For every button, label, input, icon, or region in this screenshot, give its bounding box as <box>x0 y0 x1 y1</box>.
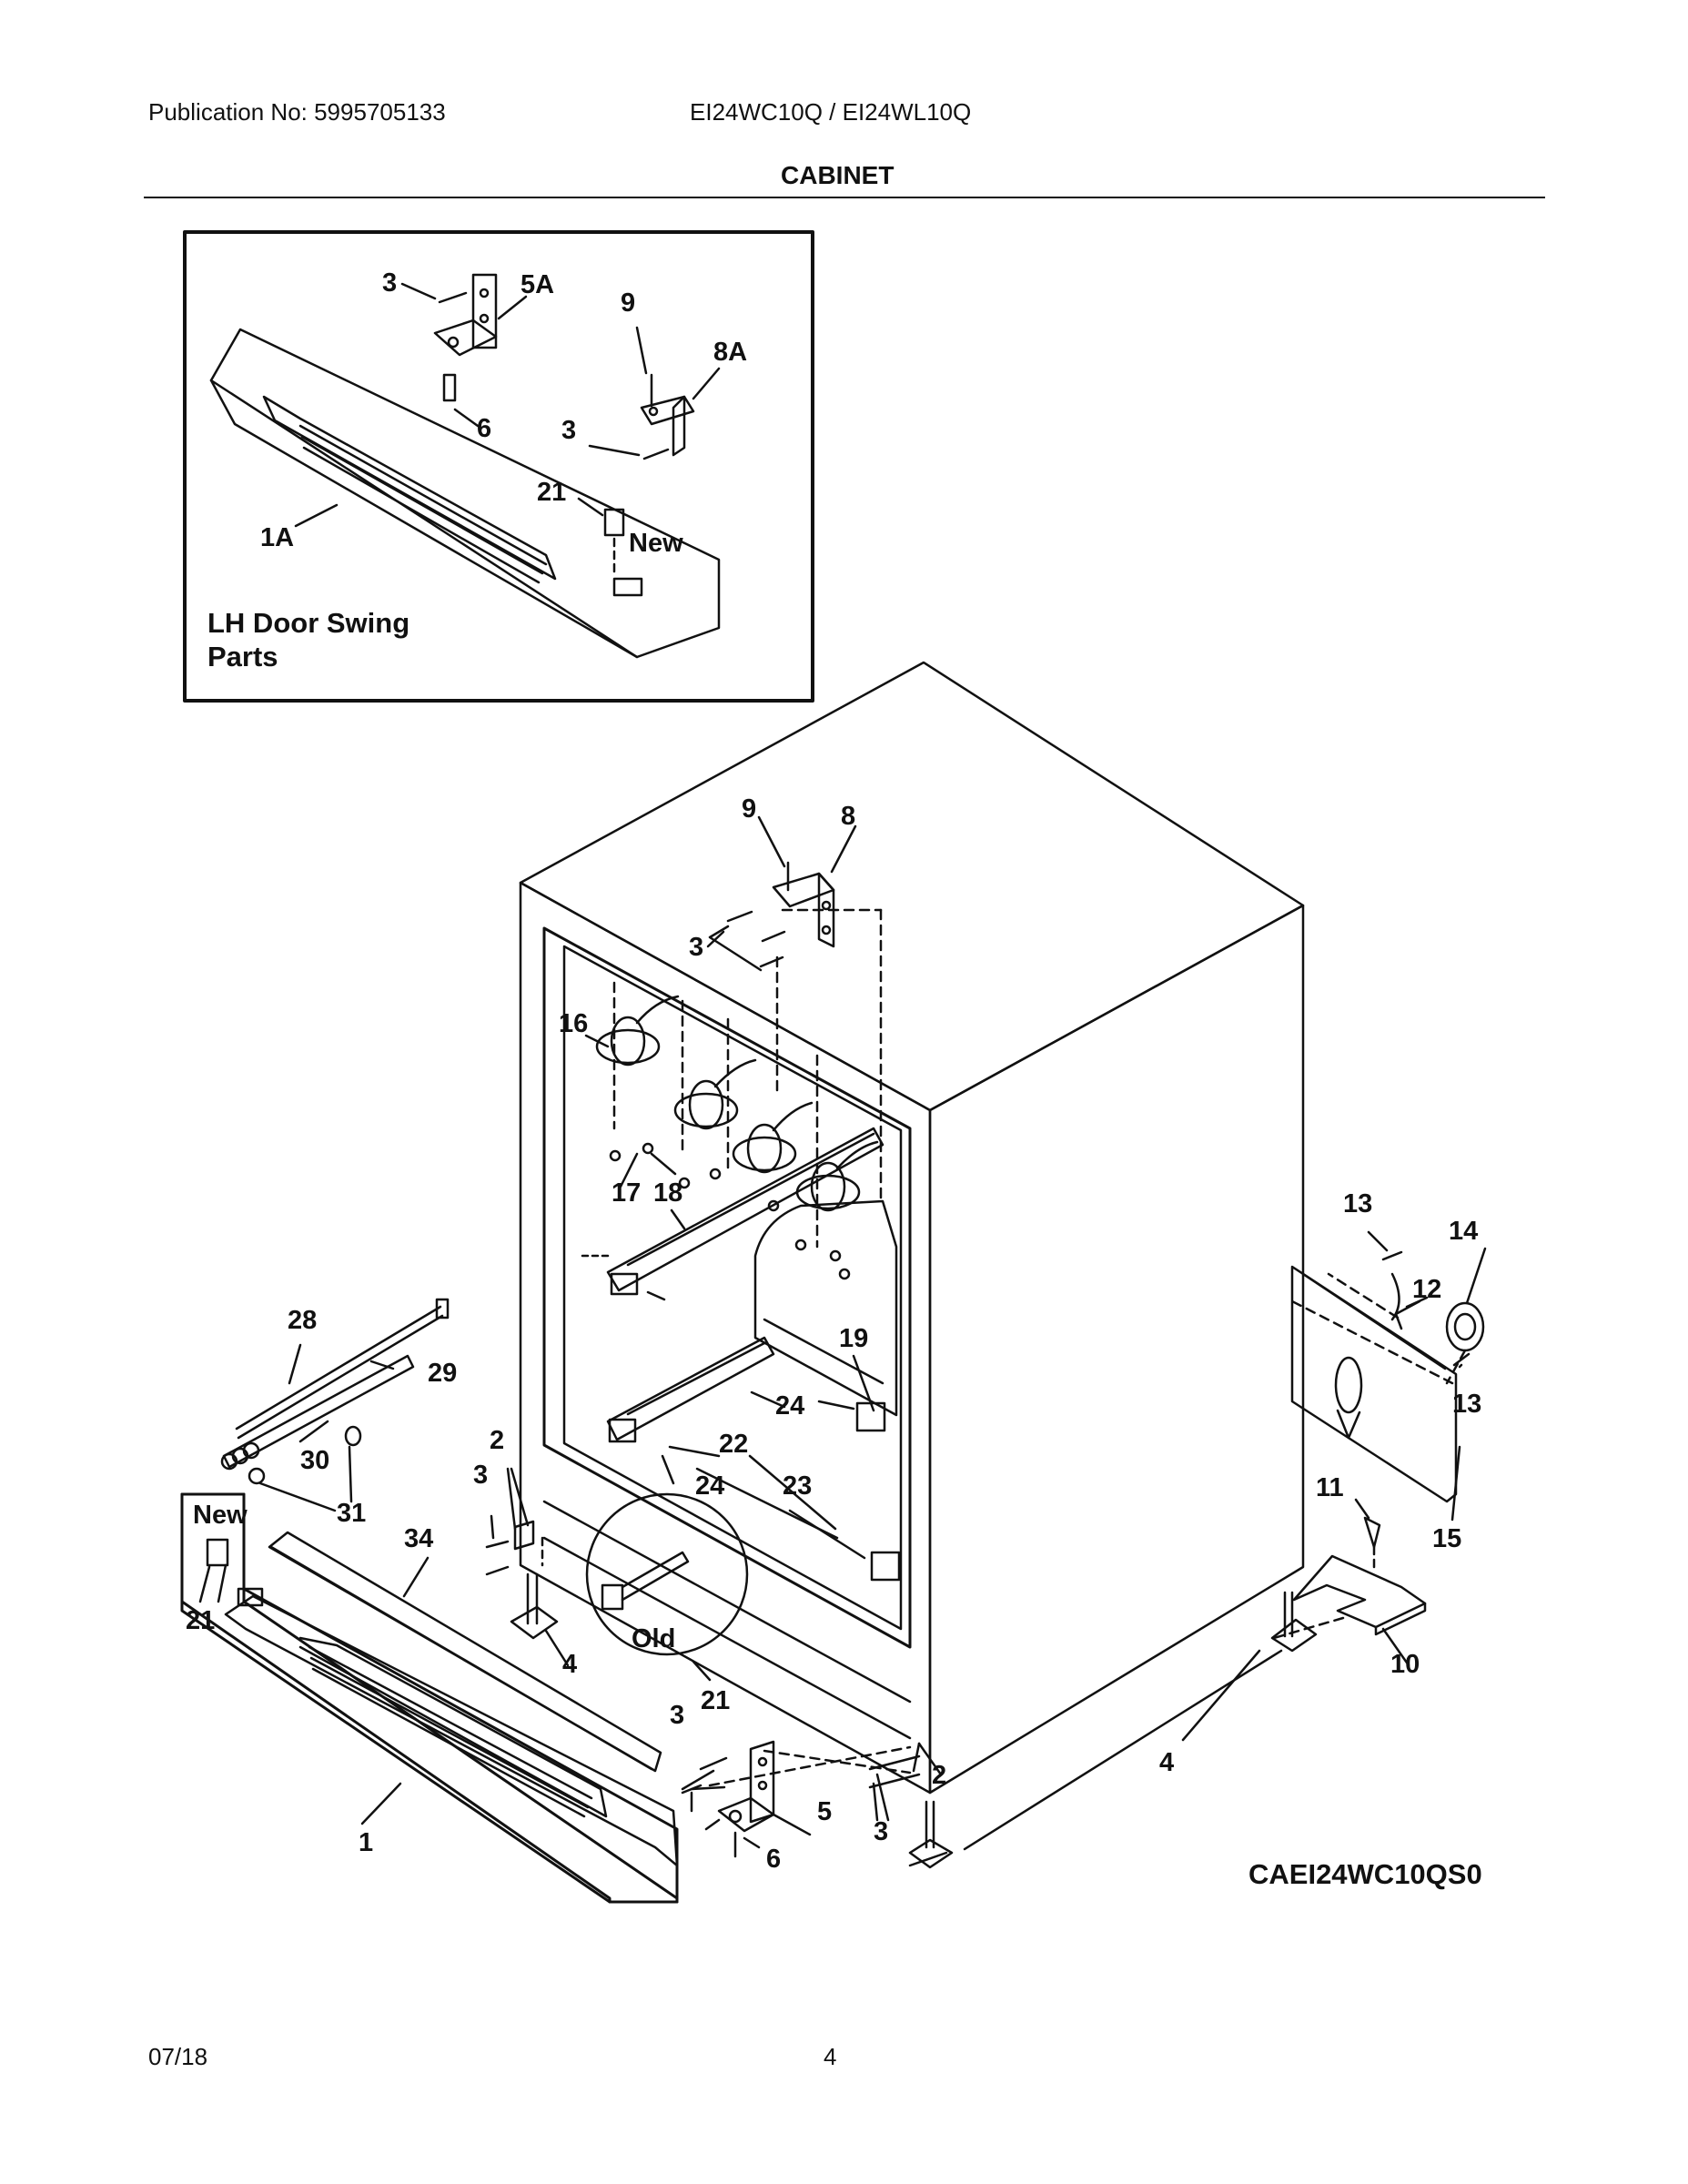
section-title: CABINET <box>781 161 895 189</box>
callout-18: 18 <box>653 1178 682 1208</box>
upper-rail <box>581 1127 884 1301</box>
callout-13: 13 <box>1343 1189 1372 1218</box>
callout-6: 6 <box>477 414 491 443</box>
callout-17: 17 <box>612 1178 641 1208</box>
header-rule <box>144 197 1545 198</box>
callout-6: 6 <box>766 1845 781 1874</box>
new-label: New <box>193 1501 248 1530</box>
callout-9: 9 <box>621 288 635 318</box>
footer-date: 07/18 <box>148 2043 208 2070</box>
lamp-sockets <box>584 981 879 1280</box>
callout-3: 3 <box>473 1461 488 1490</box>
rear-panel <box>1290 1230 1487 1522</box>
inset-box <box>183 230 814 703</box>
inset-callouts: 3 5A 9 8A 6 3 21 1A New LH Door Swing Pa… <box>207 268 747 672</box>
callout-30: 30 <box>300 1446 329 1475</box>
callout-29: 29 <box>428 1359 457 1388</box>
callout-10: 10 <box>1390 1650 1420 1679</box>
callout-3: 3 <box>670 1701 684 1730</box>
inset-title-line2: Parts <box>207 641 278 672</box>
callout-13: 13 <box>1452 1390 1481 1419</box>
front-trim <box>180 1492 679 1904</box>
callout-3: 3 <box>561 416 576 445</box>
footer-page: 4 <box>824 2043 837 2070</box>
old-label: Old <box>632 1624 675 1653</box>
publication-number: Publication No: 5995705133 <box>148 98 446 126</box>
callout-24: 24 <box>775 1391 804 1421</box>
callout-34: 34 <box>404 1524 433 1553</box>
callout-12: 12 <box>1412 1275 1441 1304</box>
callout-5: 5 <box>817 1797 832 1826</box>
main-callouts: 9 8 3 16 17 18 13 14 12 13 15 28 29 30 3… <box>186 794 1482 1890</box>
callout-23: 23 <box>783 1471 812 1501</box>
callout-8: 8 <box>841 802 855 831</box>
callout-4: 4 <box>562 1650 577 1679</box>
callout-2: 2 <box>490 1426 504 1455</box>
callout-4: 4 <box>1159 1748 1174 1777</box>
model-numbers: EI24WC10Q / EI24WL10Q <box>690 98 972 126</box>
old-switch-detail <box>585 1492 749 1682</box>
left-leg-assembly <box>485 1467 570 1667</box>
callout-28: 28 <box>288 1306 317 1335</box>
callout-3: 3 <box>689 933 703 962</box>
callout-22: 22 <box>719 1430 748 1459</box>
lower-rail <box>606 1336 901 1582</box>
callout-16: 16 <box>559 1009 588 1038</box>
callout-11: 11 <box>1316 1473 1344 1502</box>
callout-24: 24 <box>695 1471 724 1501</box>
callout-5a: 5A <box>521 270 554 299</box>
callout-21: 21 <box>537 478 566 507</box>
callout-9: 9 <box>742 794 756 824</box>
drawing-code: CAEI24WC10QS0 <box>1248 1858 1482 1890</box>
right-leg-assembly <box>963 1498 1427 1851</box>
bottom-hinge <box>681 1740 954 1869</box>
callout-21: 21 <box>701 1686 730 1715</box>
callout-3: 3 <box>382 268 397 298</box>
callout-1: 1 <box>359 1828 373 1857</box>
cabinet-body <box>519 661 1305 1795</box>
callout-3: 3 <box>874 1817 888 1846</box>
new-label: New <box>629 529 683 558</box>
callout-19: 19 <box>839 1324 868 1353</box>
top-hinge <box>706 815 883 1203</box>
callout-2: 2 <box>932 1761 946 1790</box>
callout-31: 31 <box>337 1499 366 1528</box>
callout-15: 15 <box>1432 1524 1461 1553</box>
callout-1a: 1A <box>260 523 294 552</box>
callout-14: 14 <box>1449 1217 1478 1246</box>
inset-title-line1: LH Door Swing <box>207 607 409 639</box>
callout-8a: 8A <box>713 338 747 367</box>
callout-21: 21 <box>186 1606 215 1635</box>
wire-harness <box>220 1298 450 1512</box>
